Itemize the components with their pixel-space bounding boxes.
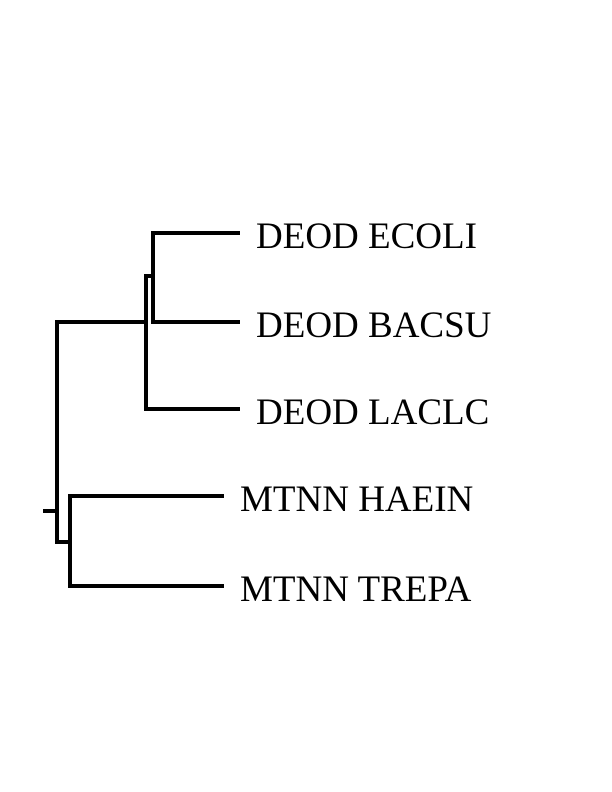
leaf-label-deod-bacsu: DEOD BACSU [256, 305, 491, 346]
leaf-label-deod-ecoli: DEOD ECOLI [256, 216, 477, 257]
leaf-label-mtnn-trepa: MTNN TREPA [240, 569, 472, 610]
leaf-label-mtnn-haein: MTNN HAEIN [240, 479, 473, 520]
tree-branches [43, 231, 240, 588]
leaf-labels: DEOD ECOLI DEOD BACSU DEOD LACLC MTNN HA… [240, 216, 491, 610]
leaf-label-deod-laclc: DEOD LACLC [256, 392, 489, 433]
